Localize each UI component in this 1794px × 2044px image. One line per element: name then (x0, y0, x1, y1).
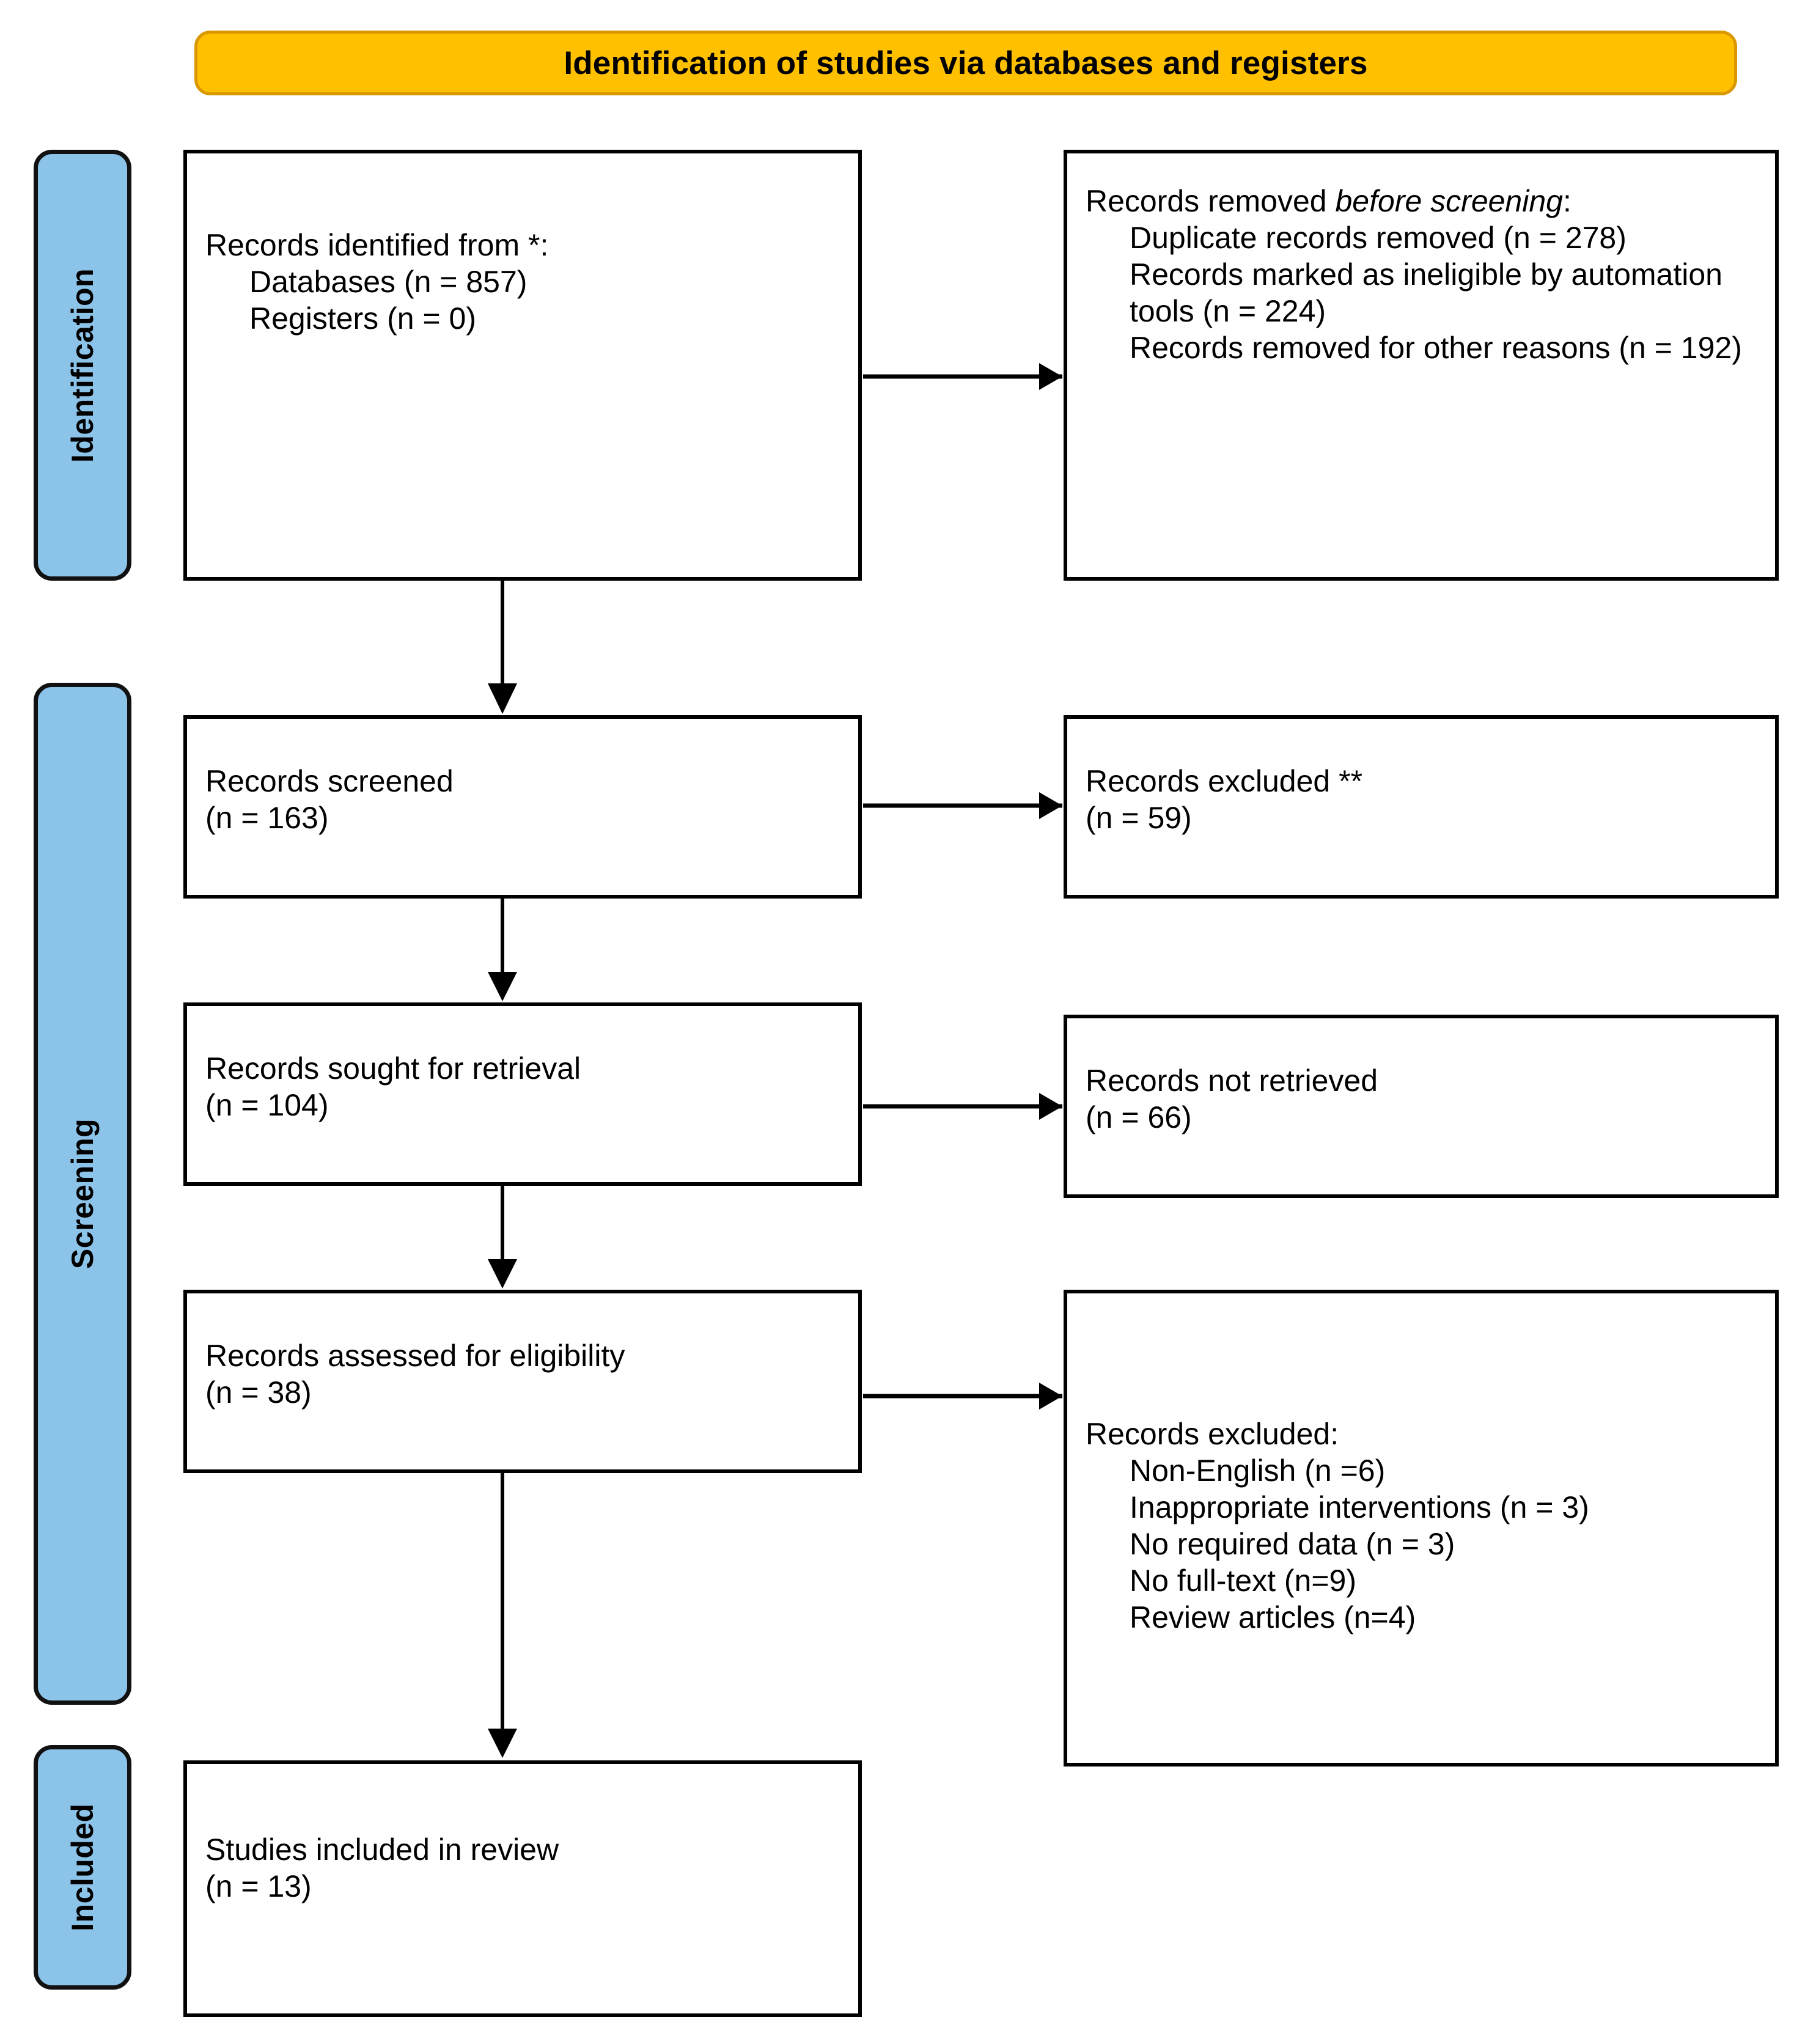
records-removed-heading-colon: : (1562, 184, 1572, 218)
arrow-sought-to-assessed (488, 1186, 517, 1289)
arrow-screened-to-sought (488, 899, 517, 1001)
phase-label-identification-text: Identification (65, 268, 100, 463)
records-sought-count: (n = 104) (205, 1088, 329, 1122)
box-records-not-retrieved: Records not retrieved (n = 66) (1064, 1015, 1779, 1198)
records-identified-heading: Records identified from *: (205, 228, 549, 262)
studies-included-label: Studies included in review (205, 1833, 559, 1867)
records-excluded-no-full-text: No full-text (n=9) (1130, 1564, 1356, 1598)
records-excluded-non-english: Non-English (n =6) (1130, 1454, 1386, 1488)
records-screened-count: (n = 163) (205, 801, 329, 835)
header-banner: Identification of studies via databases … (194, 31, 1737, 95)
records-assessed-label: Records assessed for eligibility (205, 1339, 625, 1373)
box-records-excluded-reasons: Records excluded: Non-English (n =6) Ina… (1064, 1290, 1779, 1766)
records-removed-heading: Records removed before screening: (1086, 183, 1760, 219)
records-excluded-inappropriate-interventions: Inappropriate interventions (n = 3) (1130, 1490, 1589, 1524)
records-sought-label: Records sought for retrieval (205, 1051, 581, 1086)
records-not-retrieved-label: Records not retrieved (1086, 1064, 1378, 1098)
records-excluded-no-required-data: No required data (n = 3) (1130, 1527, 1455, 1561)
records-excluded-review-articles: Review articles (n=4) (1130, 1600, 1416, 1634)
box-studies-included: Studies included in review (n = 13) (183, 1760, 862, 2017)
phase-label-screening: Screening (34, 683, 131, 1705)
header-title: Identification of studies via databases … (564, 45, 1368, 81)
phase-label-included: Included (34, 1745, 131, 1990)
records-screened-label: Records screened (205, 764, 454, 798)
box-records-assessed-eligibility: Records assessed for eligibility (n = 38… (183, 1290, 862, 1473)
records-assessed-count: (n = 38) (205, 1375, 312, 1410)
phase-label-included-text: Included (65, 1803, 100, 1932)
records-excluded-reasons-heading: Records excluded: (1086, 1417, 1339, 1451)
box-records-sought-retrieval: Records sought for retrieval (n = 104) (183, 1002, 862, 1186)
arrow-assessed-to-included (488, 1473, 517, 1758)
records-removed-heading-plain: Records removed (1086, 184, 1336, 218)
box-records-excluded-screening: Records excluded ** (n = 59) (1064, 715, 1779, 899)
records-removed-heading-italic: before screening (1335, 184, 1563, 218)
box-records-identified: Records identified from *: Databases (n … (183, 150, 862, 581)
records-excluded-screening-count: (n = 59) (1086, 801, 1192, 835)
phase-label-identification: Identification (34, 150, 131, 581)
records-not-retrieved-count: (n = 66) (1086, 1100, 1192, 1134)
studies-included-count: (n = 13) (205, 1869, 312, 1903)
records-excluded-screening-label: Records excluded ** (1086, 764, 1363, 798)
arrow-identified-to-screened (488, 581, 517, 714)
box-records-screened: Records screened (n = 163) (183, 715, 862, 899)
records-identified-registers: Registers (n = 0) (249, 301, 476, 336)
records-identified-databases: Databases (n = 857) (249, 265, 528, 299)
records-removed-other-reasons: Records removed for other reasons (n = 1… (1130, 331, 1742, 365)
records-removed-ineligible-automation: Records marked as ineligible by automati… (1130, 257, 1731, 328)
box-records-removed-before-screening: Records removed before screening: Duplic… (1064, 150, 1779, 581)
phase-label-screening-text: Screening (65, 1118, 100, 1270)
records-removed-duplicates: Duplicate records removed (n = 278) (1130, 221, 1627, 255)
